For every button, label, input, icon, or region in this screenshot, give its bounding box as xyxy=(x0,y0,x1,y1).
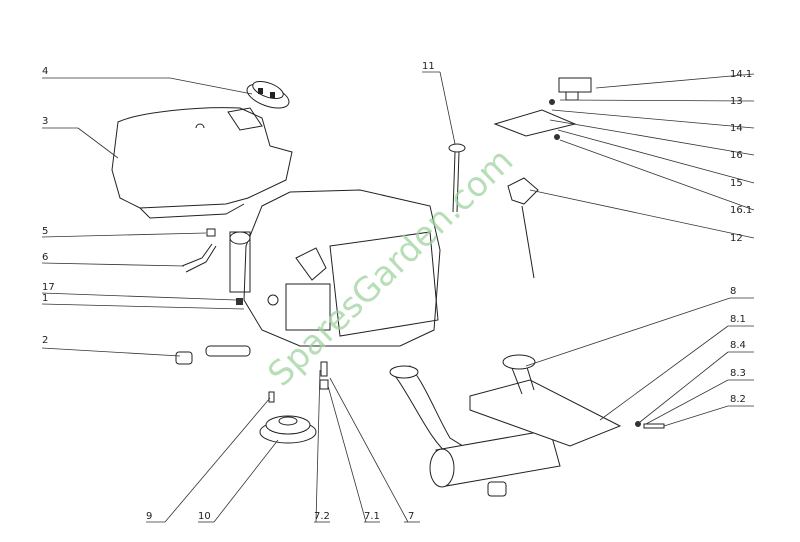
shaft-bolt xyxy=(319,361,329,390)
spacer xyxy=(175,345,251,365)
callout-15: 15 xyxy=(730,178,743,189)
muffler xyxy=(389,354,665,497)
callout-8-1: 8.1 xyxy=(730,314,746,325)
callout-8-4: 8.4 xyxy=(730,340,746,351)
callout-1: 1 xyxy=(42,293,48,304)
callout-16-1: 16.1 xyxy=(730,205,752,216)
callout-7-2: 7.2 xyxy=(314,511,330,522)
callout-5: 5 xyxy=(42,226,48,237)
fuel-tank xyxy=(111,107,293,219)
callout-3: 3 xyxy=(42,116,48,127)
clip xyxy=(206,228,216,237)
callout-4: 4 xyxy=(42,66,48,77)
plug xyxy=(236,298,243,305)
fuel-cap xyxy=(246,80,290,109)
callout-8: 8 xyxy=(730,286,736,297)
callout-labels: 4 3 5 6 17 1 2 9 10 7.2 7.1 7 11 14.1 13… xyxy=(42,61,752,522)
throttle-control xyxy=(493,77,592,279)
engine-block xyxy=(229,189,441,347)
callout-14-1: 14.1 xyxy=(730,69,752,80)
callout-12: 12 xyxy=(730,233,743,244)
fuel-hose xyxy=(181,243,217,273)
callout-13: 13 xyxy=(730,96,743,107)
callout-9: 9 xyxy=(146,511,152,522)
callout-8-3: 8.3 xyxy=(730,368,746,379)
callout-11: 11 xyxy=(422,61,435,72)
callout-16: 16 xyxy=(730,150,743,161)
callout-10: 10 xyxy=(198,511,211,522)
pulley xyxy=(259,415,317,444)
key xyxy=(268,391,275,403)
leader-lines xyxy=(41,71,755,523)
callout-6: 6 xyxy=(42,252,48,263)
callout-2: 2 xyxy=(42,335,48,346)
dipstick xyxy=(448,143,466,213)
callout-8-2: 8.2 xyxy=(730,394,746,405)
callout-7-1: 7.1 xyxy=(364,511,380,522)
callout-14: 14 xyxy=(730,123,743,134)
callout-7: 7 xyxy=(408,511,414,522)
callout-17: 17 xyxy=(42,282,55,293)
